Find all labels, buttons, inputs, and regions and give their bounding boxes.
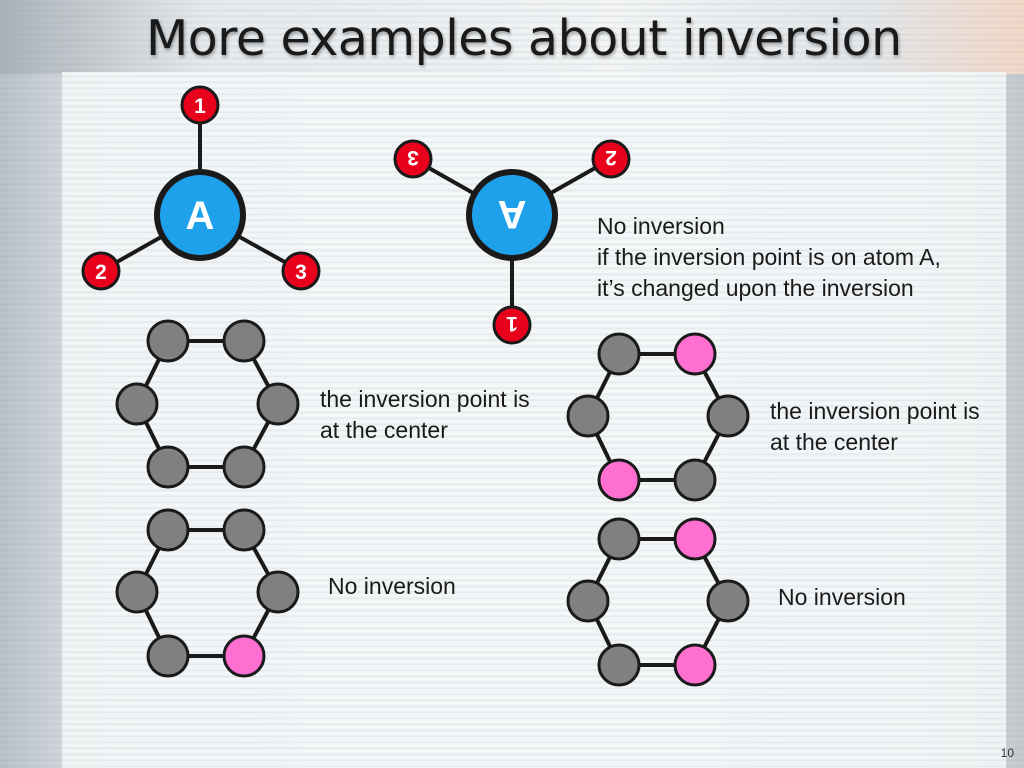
atom-pink bbox=[597, 458, 641, 502]
center-atom-a-label: A bbox=[186, 194, 215, 238]
note-line: if the inversion point is on atom A, bbox=[597, 244, 941, 270]
note-line: the inversion point is bbox=[770, 398, 980, 424]
atom-gray bbox=[222, 445, 266, 489]
center-atom-a-inverted bbox=[466, 169, 558, 261]
title-bar-background bbox=[0, 0, 1024, 74]
hexagon-top-right bbox=[566, 332, 750, 502]
center-atom-a bbox=[154, 169, 246, 261]
hexagon-bottom-right bbox=[566, 517, 750, 687]
atom-gray bbox=[222, 508, 266, 552]
note-line: at the center bbox=[320, 417, 448, 443]
atom-gray bbox=[706, 579, 750, 623]
atom-pink bbox=[673, 643, 717, 687]
note-no-inversion-right: No inversion bbox=[778, 584, 906, 610]
atom-gray bbox=[115, 570, 159, 614]
page-number: 10 bbox=[1000, 746, 1014, 760]
substituent-3 bbox=[281, 251, 321, 291]
note-line: at the center bbox=[770, 429, 898, 455]
substituent-2-label: 2 bbox=[95, 261, 107, 284]
note-center-right: the inversion point is at the center bbox=[770, 396, 980, 458]
atom-gray bbox=[597, 643, 641, 687]
substituent-2-inverted bbox=[591, 139, 631, 179]
hexagon-bottom-left bbox=[115, 508, 300, 678]
atom-gray bbox=[222, 319, 266, 363]
atom-gray bbox=[566, 394, 610, 438]
slide-title: More examples about inversion bbox=[146, 10, 902, 67]
atom-gray bbox=[146, 319, 190, 363]
atom-gray bbox=[673, 458, 717, 502]
molecule-original: 1 2 3 A bbox=[81, 85, 321, 291]
atom-gray bbox=[706, 394, 750, 438]
substituent-1-label: 1 bbox=[194, 95, 206, 118]
substituent-3-label: 3 bbox=[295, 261, 307, 284]
substituent-1 bbox=[180, 85, 220, 125]
atom-gray bbox=[146, 445, 190, 489]
atom-gray bbox=[597, 517, 641, 561]
atom-gray bbox=[146, 508, 190, 552]
atom-gray bbox=[566, 579, 610, 623]
atom-gray bbox=[256, 382, 300, 426]
substituent-2-inverted-label: 2 bbox=[605, 146, 617, 169]
atom-pink bbox=[673, 332, 717, 376]
note-line: it’s changed upon the inversion bbox=[597, 275, 914, 301]
note-no-inversion-left: No inversion bbox=[328, 573, 456, 599]
atom-pink bbox=[222, 634, 266, 678]
molecule-inverted: 1 2 3 A bbox=[393, 139, 631, 345]
substituent-1-inverted bbox=[492, 305, 532, 345]
atom-gray bbox=[115, 382, 159, 426]
substituent-3-inverted-label: 3 bbox=[407, 146, 419, 169]
atom-gray bbox=[146, 634, 190, 678]
substituent-2 bbox=[81, 251, 121, 291]
substituent-1-inverted-label: 1 bbox=[506, 312, 518, 335]
note-no-inversion-atom: No inversion if the inversion point is o… bbox=[597, 211, 941, 304]
substituent-3-inverted bbox=[393, 139, 433, 179]
atom-pink bbox=[673, 517, 717, 561]
note-line: the inversion point is bbox=[320, 386, 530, 412]
atom-gray bbox=[597, 332, 641, 376]
note-line: No inversion bbox=[597, 213, 725, 239]
hexagon-top-left bbox=[115, 319, 300, 489]
note-center-left: the inversion point is at the center bbox=[320, 384, 530, 446]
center-atom-a-inverted-label: A bbox=[498, 192, 527, 236]
atom-gray bbox=[256, 570, 300, 614]
